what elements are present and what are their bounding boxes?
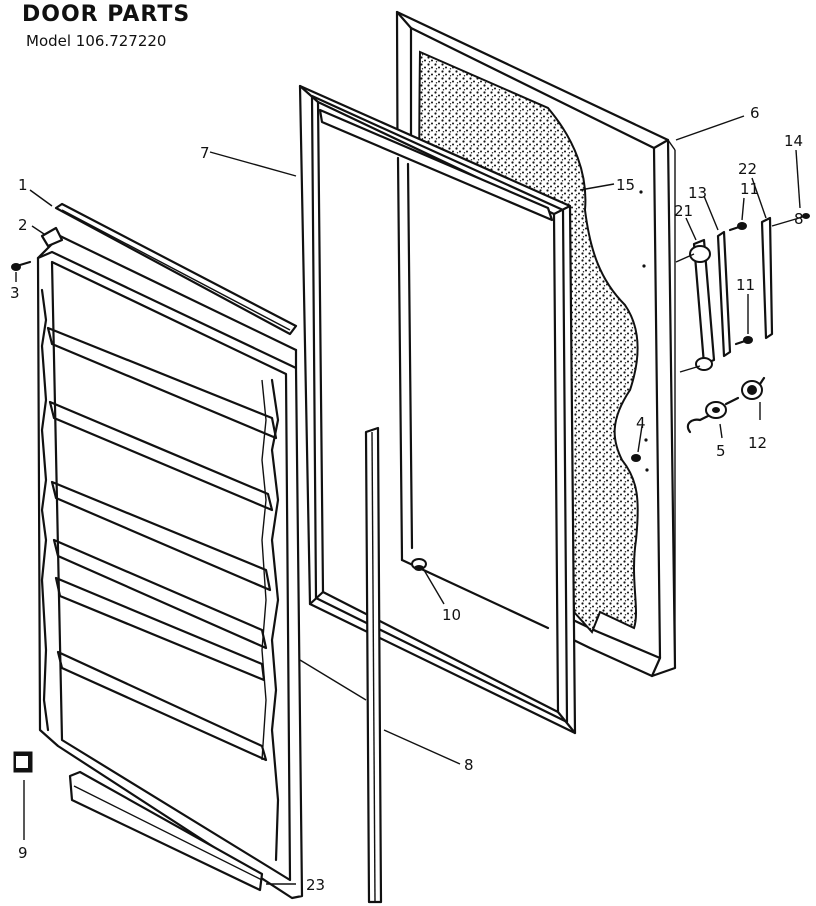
screw-4: [631, 454, 641, 462]
strike-12: [741, 376, 766, 400]
callout-labels: 1 2 3 4 5 6 7 8 8 9 10 11 11 12 13 14 15…: [10, 104, 804, 894]
callout-14: 14: [784, 132, 803, 150]
callout-7: 7: [200, 144, 210, 162]
breaker-strip: [364, 426, 383, 904]
diagram-title: DOOR PARTS: [22, 2, 191, 27]
bottom-trim: [68, 770, 264, 892]
callout-8-upper: 8: [794, 210, 804, 228]
callout-9: 9: [18, 844, 28, 862]
handle-assembly: [675, 213, 810, 373]
callout-21: 21: [674, 202, 693, 220]
callout-2: 2: [18, 216, 28, 234]
corner-clip: [40, 226, 64, 248]
callout-1: 1: [18, 176, 28, 194]
outer-door-inner-rim: [396, 156, 550, 630]
callout-6: 6: [750, 104, 760, 122]
callout-4: 4: [636, 414, 646, 432]
stop-block-9: [13, 751, 33, 773]
callout-22: 22: [738, 160, 757, 178]
top-strip: [54, 202, 298, 336]
leader-lines: [15, 115, 801, 885]
spring-latch: [686, 396, 740, 434]
callout-12: 12: [748, 434, 767, 452]
callout-15: 15: [616, 176, 635, 194]
callout-5: 5: [716, 442, 726, 460]
callout-13: 13: [688, 184, 707, 202]
screw-3: [11, 260, 32, 271]
door-liner-top-edge: [318, 108, 554, 222]
callout-3: 3: [10, 284, 20, 302]
callout-11-lower: 11: [736, 276, 755, 294]
callout-8-lower: 8: [464, 756, 474, 774]
callout-10: 10: [442, 606, 461, 624]
callout-11-upper: 11: [740, 180, 759, 198]
callout-23: 23: [306, 876, 325, 894]
cap-10: [411, 558, 427, 571]
model-number: Model 106.727220: [26, 32, 167, 50]
door-liner: [36, 234, 304, 900]
